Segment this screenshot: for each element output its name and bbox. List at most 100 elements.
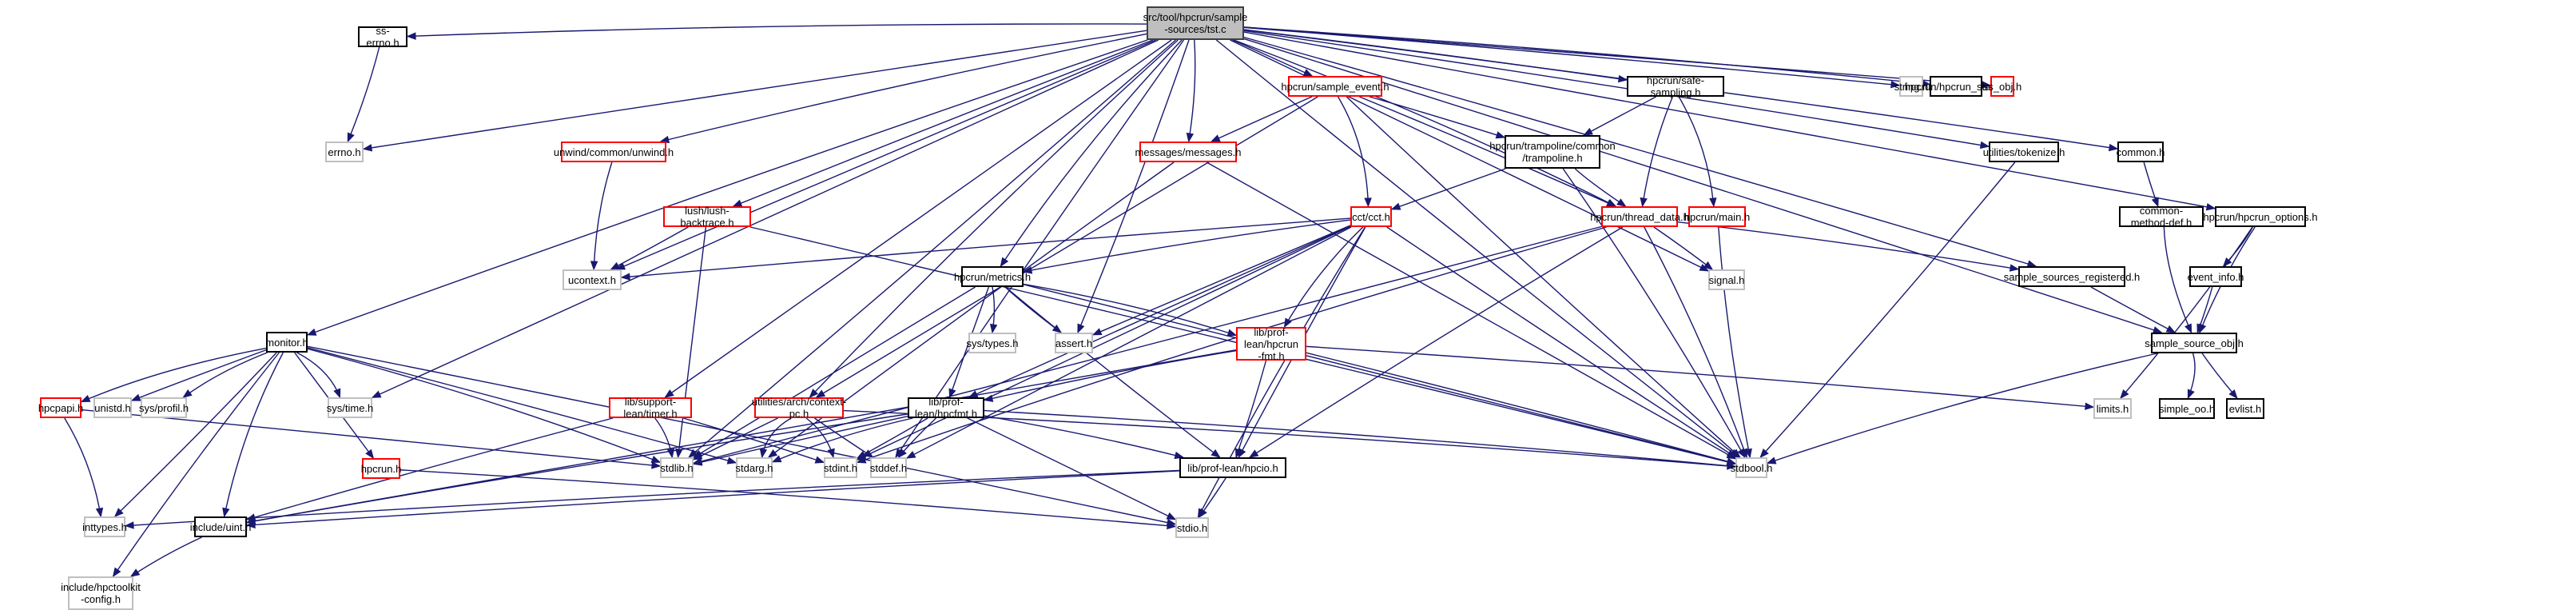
edge-uint-to-hpctoolkit_config [130, 536, 202, 577]
node-main[interactable]: hpcrun/main.h [1684, 206, 1750, 227]
arrowhead-icon [371, 390, 382, 398]
edge-root-to-sample_event [1232, 39, 1313, 77]
edge-hpcfmt-to-uint [246, 413, 908, 524]
arrowhead-icon [759, 448, 768, 459]
edge-thread_data-to-hpcio [1249, 226, 1624, 458]
edge-cct-to-stdbool [1386, 226, 1736, 458]
node-errno[interactable]: errno.h [325, 142, 364, 162]
edge-root-to-unwind [660, 33, 1147, 142]
node-unwind[interactable]: unwind/common/unwind.h [554, 142, 674, 162]
edge-root-to-thread_data [1234, 39, 1616, 207]
edge-thread_data-to-stdint [857, 226, 1607, 464]
edge-hpcfmt-to-stdio [967, 417, 1176, 520]
node-registered[interactable]: sample_sources_registered.h [2004, 266, 2140, 287]
edge-root-to-lush [733, 39, 1154, 207]
arrowhead-icon [113, 508, 124, 517]
arrowhead-icon [124, 521, 134, 529]
node-thread-data[interactable]: hpcrun/thread_data.h [1590, 206, 1689, 227]
node-event-info[interactable]: event_info.h [2188, 266, 2244, 287]
arrowhead-icon [1226, 329, 1238, 337]
node-options[interactable]: hpcrun/hpcrun_options.h [2203, 206, 2318, 227]
edge-main-to-stdbool [1718, 226, 1751, 458]
node-assert[interactable]: assert.h [1055, 333, 1093, 353]
node-unistd[interactable]: unistd.h [93, 397, 132, 418]
edge-monitor-to-uint [223, 352, 284, 517]
node-lush[interactable]: lush/lush-backtrace.h [663, 205, 751, 229]
node-hpcpapi[interactable]: hpcpapi.h [38, 397, 83, 418]
edge-sample_event-to-cct [1337, 96, 1369, 207]
node-stdlib[interactable]: stdlib.h [660, 457, 694, 478]
arrowhead-icon [2009, 264, 2020, 272]
edge-root-to-stddef [895, 39, 1185, 458]
edge-tokenize-to-stdbool [1759, 161, 2016, 458]
arrowhead-icon [1731, 449, 1741, 458]
node-safe-sampling[interactable]: hpcrun/safe-sampling.h [1627, 74, 1724, 98]
node-stdbool[interactable]: stdbool.h [1731, 457, 1772, 478]
edge-ss_obj_src-to-evlist [2201, 353, 2238, 399]
edge-hpcfmt-to-stdlib [693, 415, 908, 465]
node-trampoline[interactable]: hpcrun/trampoline/common /trampoline.h [1489, 135, 1616, 169]
edge-cct-to-stdint [857, 225, 1351, 460]
edge-registered-to-ss_obj_src [2090, 286, 2176, 333]
arrowhead-icon [112, 567, 121, 578]
node-ss-errno[interactable]: ss-errno.h [358, 25, 407, 49]
edge-thread_data-to-stdlib [693, 225, 1602, 464]
node-hpcfmt[interactable]: lib/prof-lean/hpcfmt.h [908, 396, 984, 420]
arrowhead-icon [130, 393, 141, 401]
node-hpcio[interactable]: lib/prof-lean/hpcio.h [1179, 457, 1286, 478]
arrowhead-icon [664, 389, 674, 398]
node-sys-types[interactable]: sys/types.h [966, 333, 1019, 353]
node-hpcrun-stats[interactable]: hpcrun/hpcrun_stats.h [1905, 76, 2007, 97]
arrowhead-icon [1616, 198, 1627, 207]
arrowhead-icon [1709, 197, 1717, 208]
node-hpcrun-h[interactable]: hpcrun.h [361, 458, 401, 479]
node-sample-event[interactable]: hpcrun/sample_event.h [1281, 76, 1389, 97]
node-simple-oo[interactable]: simple_oo.h [2159, 398, 2215, 419]
node-uint[interactable]: include/uint.h [190, 516, 251, 537]
edge-hpcrun_fmt-to-stdbool [1306, 352, 1736, 464]
arrowhead-icon [1640, 197, 1648, 208]
node-signal[interactable]: signal.h [1708, 269, 1745, 290]
edge-root-to-metrics [1000, 39, 1183, 267]
node-stddef[interactable]: stddef.h [870, 457, 907, 478]
node-context-pc[interactable]: utilities/arch/context-pc.h [751, 396, 847, 420]
edge-hpcfmt-to-stdint [857, 417, 928, 459]
node-ss-obj-src[interactable]: sample_source_obj.h [2145, 333, 2244, 353]
node-hpctoolkit-config[interactable]: include/hpctoolkit -config.h [61, 576, 141, 610]
node-stdio[interactable]: stdio.h [1175, 517, 1209, 538]
node-string[interactable]: string.h [1894, 76, 1928, 97]
edge-metrics-to-hpcio [1004, 286, 1221, 458]
node-evlist[interactable]: evlist.h [2226, 398, 2264, 419]
node-monitor[interactable]: monitor.h [265, 332, 308, 353]
arrowhead-icon [182, 389, 193, 398]
node-inttypes[interactable]: inttypes.h [82, 516, 127, 537]
node-sys-time[interactable]: sys/time.h [327, 397, 373, 418]
arrowhead-icon [1703, 261, 1714, 270]
node-common-method[interactable]: common-method-def.h [2119, 205, 2204, 229]
arrowhead-icon [1982, 81, 1992, 89]
edge-messages-to-stdbool [1206, 161, 1736, 460]
edge-monitor-to-unistd [131, 349, 267, 401]
node-tokenize[interactable]: utilities/tokenize.h [1983, 142, 2065, 162]
node-stdint[interactable]: stdint.h [824, 457, 857, 478]
arrowhead-icon [306, 328, 317, 336]
node-messages[interactable]: messages/messages.h [1135, 142, 1241, 162]
node-stdarg[interactable]: stdarg.h [736, 457, 773, 478]
node-sys-profil[interactable]: sys/profil.h [139, 397, 189, 418]
node-hpcrun-fmt[interactable]: lib/prof-lean/hpcrun -fmt.h [1236, 326, 1306, 362]
node-common[interactable]: common.h [2117, 142, 2165, 162]
node-ucontext[interactable]: ucontext.h [563, 269, 622, 290]
node-ss-obj[interactable]: ss_obj.h [1983, 76, 2021, 97]
node-cct[interactable]: cct/cct.h [1350, 206, 1392, 227]
arrowhead-icon [362, 144, 373, 152]
edge-root-to-ss_errno [407, 23, 1147, 38]
arrowhead-icon [948, 388, 956, 399]
edge-safe_sampling-to-trampoline [1584, 96, 1656, 136]
edge-trampoline-to-thread_data [1574, 168, 1626, 207]
arrowhead-icon [814, 456, 825, 464]
edge-trampoline-to-cct [1391, 168, 1506, 210]
arrowhead-icon [809, 389, 819, 398]
node-limits[interactable]: limits.h [2093, 398, 2132, 419]
node-metrics[interactable]: hpcrun/metrics.h [954, 266, 1031, 287]
node-timer[interactable]: lib/support-lean/timer.h [609, 396, 692, 420]
